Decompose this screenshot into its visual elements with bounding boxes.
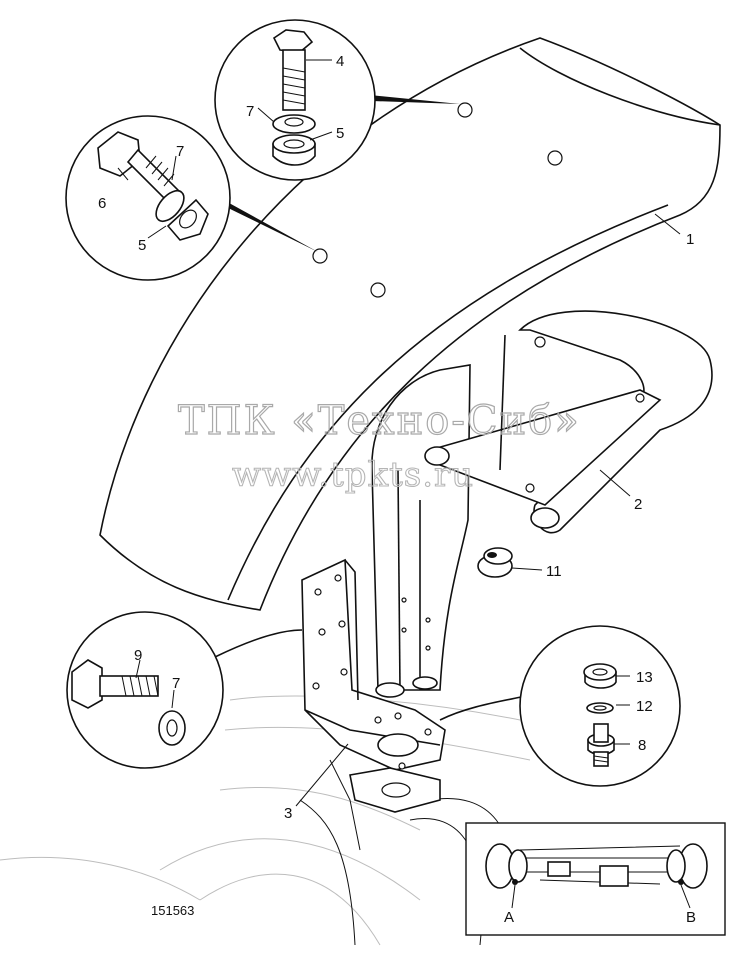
detail-circle-right	[519, 625, 681, 787]
callout-2: 2	[634, 496, 642, 513]
callout-13: 13	[636, 669, 653, 686]
inset-label-a: A	[504, 909, 514, 926]
callout-11: 11	[546, 563, 562, 580]
mudguard-panel	[99, 37, 721, 611]
detail-circle-left-top	[65, 115, 231, 281]
callout-5-top: 5	[336, 125, 344, 142]
callout-9: 9	[134, 647, 142, 664]
inset-label-b: B	[686, 909, 696, 926]
callout-1: 1	[686, 231, 694, 248]
callout-7-left: 7	[176, 143, 184, 160]
callout-4: 4	[336, 53, 344, 70]
watermark-line-2: www.tpkts.ru	[232, 455, 474, 495]
callout-5-left: 5	[138, 237, 146, 254]
callout-labels: 1 2 3 4 5 5 6 7 7 7 8 9 11 12 13	[98, 53, 694, 822]
callout-leaders	[117, 59, 681, 807]
rubber-plug	[477, 547, 513, 578]
watermark-line-1: ТПК «Техно-Сиб»	[178, 398, 581, 444]
callout-7-top: 7	[246, 103, 254, 120]
callout-8: 8	[638, 737, 646, 754]
axle-locator-inset: A B	[465, 822, 726, 936]
mounting-bracket	[301, 558, 446, 813]
detail-circle-left-bottom	[66, 611, 224, 769]
callout-12: 12	[636, 698, 653, 715]
axle-housing-background	[0, 695, 531, 946]
callout-7-bottom: 7	[172, 675, 180, 692]
mudguard-frame	[371, 310, 713, 698]
callout-3: 3	[284, 805, 292, 822]
detail-leader-lines	[214, 94, 531, 721]
figure-number: 151563	[151, 903, 194, 918]
detail-circle-top	[214, 19, 376, 181]
callout-6: 6	[98, 195, 106, 212]
